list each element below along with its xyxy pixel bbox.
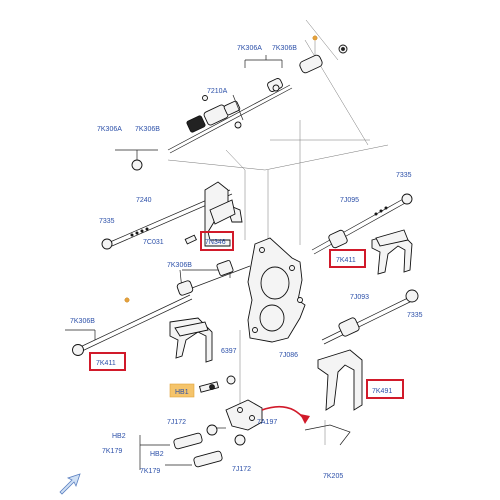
hb1-badge: HB1 <box>169 383 195 398</box>
right-lower-fork <box>317 349 363 411</box>
bottom-bolts <box>139 424 246 470</box>
label-7J095: 7J095 <box>340 197 359 204</box>
sleeve <box>299 54 323 74</box>
grease-dot <box>312 35 318 41</box>
label-7A197: 7A197 <box>257 419 277 426</box>
lower-left-shaft-assembly <box>65 294 213 363</box>
housing-7J086 <box>247 237 306 343</box>
label-7K306B-mid: 7K306B <box>167 262 192 269</box>
highlight-box-7K411-right <box>329 249 366 268</box>
highlighted-labels: 7N346 7K411 7K411 7K491 <box>89 231 404 399</box>
label-7210A: 7210A <box>207 88 228 95</box>
label-7K306B-left: 7K306B <box>135 126 160 133</box>
shaft-7240-assembly <box>101 181 243 250</box>
shaft-end-cap <box>401 193 413 205</box>
label-6397: 6397 <box>221 348 237 355</box>
label-7335-left: 7335 <box>99 218 115 225</box>
leader-lines <box>167 19 389 445</box>
label-7K306A-top: 7K306A <box>237 45 262 52</box>
label-HB2-a: HB2 <box>112 433 126 440</box>
shaft-end-cap <box>405 289 419 303</box>
shaft-7J093-assembly <box>317 289 419 411</box>
arrow-up-right-icon[interactable] <box>59 473 81 495</box>
interlock-plate <box>225 399 351 446</box>
label-7K306B-low: 7K306B <box>70 318 95 325</box>
shaft-7J095-assembly <box>311 193 413 275</box>
end-cap <box>131 159 143 171</box>
label-7J093: 7J093 <box>350 294 369 301</box>
top-shaft-assembly <box>115 35 348 171</box>
label-7K205: 7K205 <box>323 473 343 480</box>
label-7K411-right[interactable]: 7K411 <box>336 257 356 264</box>
label-7335-right-top: 7335 <box>396 172 412 179</box>
highlight-box-7K411-left <box>89 352 126 371</box>
part-labels: 7K306A 7K306B 7210A 7K306A 7K306B 7240 7… <box>70 45 423 480</box>
label-7J172-a: 7J172 <box>167 419 186 426</box>
label-7K179-a: 7K179 <box>102 448 122 455</box>
label-7335-right-mid: 7335 <box>407 312 423 319</box>
label-HB2-b: HB2 <box>150 451 164 458</box>
label-7240: 7240 <box>136 197 152 204</box>
label-7J086: 7J086 <box>279 352 298 359</box>
label-7C031: 7C031 <box>143 239 164 246</box>
label-7N346[interactable]: 7N346 <box>205 239 226 246</box>
label-7K179-b: 7K179 <box>140 468 160 475</box>
label-HB1[interactable]: HB1 <box>175 389 189 396</box>
direction-arrow <box>261 405 306 421</box>
k306b-mid-assembly <box>176 260 251 296</box>
hb1-bolt <box>198 375 236 393</box>
label-7K306B-top: 7K306B <box>272 45 297 52</box>
highlight-box-7N346 <box>200 231 234 251</box>
highlight-box-7K491 <box>366 379 404 399</box>
shaft-end-cap <box>72 344 84 356</box>
label-7K491[interactable]: 7K491 <box>372 388 392 395</box>
label-7K411-left[interactable]: 7K411 <box>96 360 116 367</box>
label-7J172-b: 7J172 <box>232 466 251 473</box>
label-7K306A-left: 7K306A <box>97 126 122 133</box>
